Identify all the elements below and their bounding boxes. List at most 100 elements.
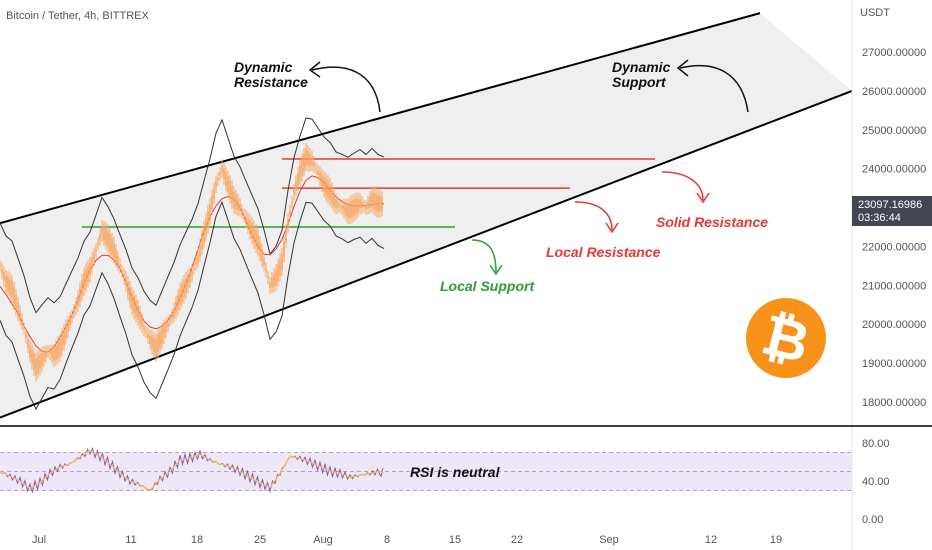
- candle-body: [95, 248, 97, 252]
- x-tick-label: 19: [770, 534, 782, 546]
- candle-body: [5, 275, 7, 288]
- candle-body: [0, 265, 1, 267]
- candle-body: [227, 176, 229, 193]
- candle-body: [313, 162, 315, 168]
- candle-body: [233, 191, 235, 208]
- candle-body: [359, 198, 361, 209]
- candle-body: [251, 223, 253, 239]
- candle-body: [59, 339, 61, 357]
- candle-body: [53, 349, 55, 361]
- annotation-arrowhead: [308, 61, 321, 78]
- candle-body: [81, 280, 83, 296]
- candle-body: [13, 287, 15, 305]
- candle-body: [341, 205, 343, 210]
- candle-body: [245, 216, 247, 223]
- candle-body: [79, 287, 81, 302]
- candle-body: [121, 270, 123, 272]
- candle-body: [273, 273, 275, 287]
- candle-body: [377, 195, 379, 213]
- candle-body: [63, 329, 65, 346]
- candle-body: [265, 268, 267, 272]
- local-support-label: Local Support: [440, 278, 535, 294]
- candle-body: [151, 336, 153, 349]
- y-tick-label: 26000.00000: [862, 86, 926, 98]
- candle-body: [167, 321, 169, 327]
- dynamic-support-label-1: Dynamic: [612, 59, 671, 75]
- candle-body: [297, 172, 299, 186]
- annotation-arrow: [661, 171, 704, 201]
- candle-body: [51, 350, 53, 358]
- candle-body: [101, 225, 103, 236]
- candle-body: [241, 210, 243, 213]
- price-channel: [0, 12, 853, 419]
- candle-body: [305, 148, 307, 166]
- candle-body: [25, 334, 27, 338]
- candle-body: [207, 210, 209, 228]
- candle-body: [129, 286, 131, 302]
- candle-body: [255, 230, 257, 248]
- bitcoin-logo: ₿: [746, 298, 826, 378]
- candle-body: [231, 186, 233, 204]
- y-tick-label: 22000.00000: [862, 241, 926, 253]
- channel-fill: [0, 13, 852, 418]
- dynamic-support-label-2: Support: [612, 74, 667, 90]
- candle-body: [15, 294, 17, 310]
- candle-body: [329, 183, 331, 201]
- candle-body: [249, 220, 251, 234]
- y-tick-label: 24000.00000: [862, 164, 926, 176]
- candle-body: [277, 264, 279, 281]
- candle-body: [211, 195, 213, 209]
- candle-body: [205, 218, 207, 236]
- candle-body: [373, 193, 375, 210]
- candle-body: [195, 261, 197, 265]
- candle-body: [49, 351, 51, 355]
- candle-body: [171, 314, 173, 319]
- candle-body: [291, 202, 293, 204]
- candle-body: [105, 228, 107, 244]
- candle-body: [349, 202, 351, 219]
- candle-body: [295, 181, 297, 190]
- candle-body: [169, 320, 171, 322]
- candle-body: [157, 335, 159, 353]
- candle-body: [115, 249, 117, 262]
- candle-body: [219, 172, 221, 176]
- candle-body: [279, 258, 281, 276]
- bollinger-lower: [0, 200, 385, 411]
- annotation-arrowhead: [676, 59, 689, 77]
- candle-body: [239, 204, 241, 211]
- countdown-text: 03:36:44: [858, 212, 901, 224]
- dynamic-resistance-label-2: Resistance: [234, 74, 308, 90]
- candle-body: [55, 345, 57, 360]
- candle-body: [57, 342, 59, 359]
- y-tick-label: 18000.00000: [862, 397, 926, 409]
- candle-body: [189, 272, 191, 283]
- candle-body: [365, 206, 367, 209]
- candle-body: [69, 318, 71, 325]
- last-price-text: 23097.16986: [858, 199, 922, 211]
- x-tick-label: 12: [705, 534, 717, 546]
- candle-body: [37, 356, 39, 373]
- solid-resistance-label: Solid Resistance: [656, 214, 768, 230]
- rsi-tick-label: 40.00: [862, 476, 890, 488]
- candle-body: [65, 325, 67, 339]
- candle-body: [345, 204, 347, 216]
- candle-body: [183, 280, 185, 298]
- candle-body: [221, 165, 223, 173]
- y-tick-label: 21000.00000: [862, 280, 926, 292]
- annotation-arrow: [574, 201, 613, 231]
- candle-body: [311, 156, 313, 166]
- candle-body: [141, 318, 143, 328]
- x-tick-label: 15: [449, 534, 461, 546]
- candle-body: [353, 199, 355, 216]
- candle-body: [303, 153, 305, 171]
- candle-body: [149, 335, 151, 345]
- candle-body: [185, 277, 187, 293]
- candle-body: [93, 253, 95, 261]
- candle-body: [321, 174, 323, 187]
- bitcoin-logo-circle: [746, 298, 826, 378]
- lower-trendline: [0, 89, 853, 419]
- candle-body: [225, 172, 227, 186]
- dynamic-resistance-label-1: Dynamic: [234, 59, 293, 75]
- candle-body: [73, 310, 75, 313]
